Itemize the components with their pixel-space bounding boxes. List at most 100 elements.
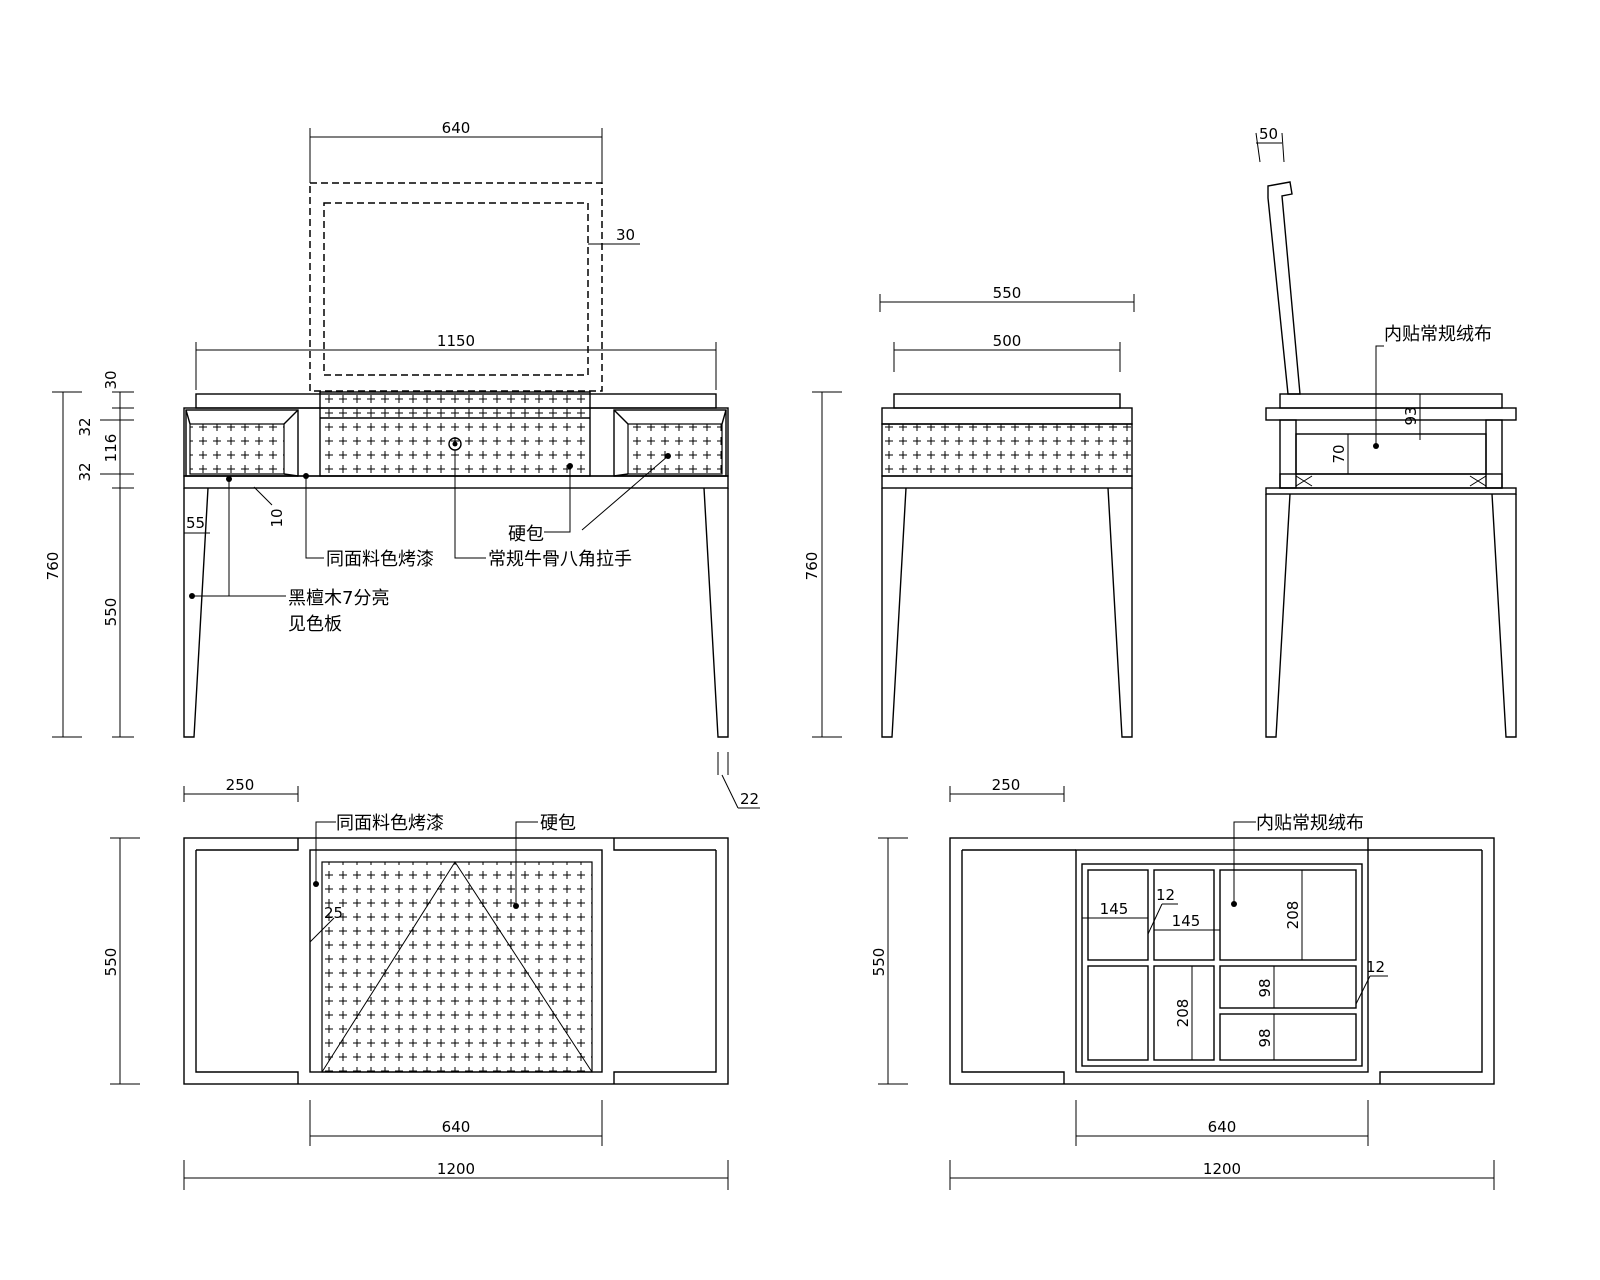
left-drawer (189, 423, 285, 475)
cell (1219, 869, 1357, 961)
dim-label: 98 (1256, 1028, 1274, 1047)
inner-compartment (1295, 433, 1487, 475)
side-right-leg (1107, 487, 1133, 738)
dim-int-depth: 550 (870, 837, 908, 1085)
note-lining: 内贴常规绒布 (1384, 324, 1492, 345)
tray (1081, 863, 1363, 1067)
interior-outline (949, 837, 1495, 1085)
note-handle: 常规牛骨八角拉手 (488, 549, 632, 570)
dim-mirror-width: 640 (309, 119, 603, 183)
section-view: 50 93 70 内贴常规绒布 (1255, 125, 1517, 738)
dim-label: 70 (1330, 444, 1348, 463)
cell (1219, 965, 1357, 1009)
dim-label: 550 (102, 598, 120, 627)
dim-label: 145 (1172, 912, 1201, 930)
right-leg (703, 487, 729, 738)
dim-label: 760 (803, 552, 821, 581)
dim-cell-tall: 208 (1284, 870, 1303, 960)
dim-overall-width: 1150 (195, 332, 717, 390)
plan-note-paint: 同面料色烤漆 (336, 813, 444, 834)
bottom-rail (183, 475, 729, 489)
dim-side-depth: 550 (879, 284, 1135, 312)
dim-label: 250 (226, 776, 255, 794)
dim-label: 25 (324, 904, 343, 922)
dim-int-overall: 1200 (949, 1160, 1495, 1190)
cell (1219, 1013, 1357, 1061)
dim-label: 32 (76, 417, 94, 436)
dim-label: 145 (1100, 900, 1129, 918)
side-elevation: 550 500 760 (803, 284, 1135, 738)
dim-cell-a: 145 (1082, 900, 1148, 919)
dim-lid-thickness: 50 (1255, 125, 1285, 163)
plan-outline (183, 837, 729, 1085)
note-paint: 同面料色烤漆 (326, 549, 434, 570)
dim-label: 550 (102, 948, 120, 977)
side-padded-panel (881, 423, 1133, 477)
dim-label: 640 (1208, 1118, 1237, 1136)
dim-label: 55 (186, 514, 205, 532)
plan-padded-lid (321, 861, 593, 1073)
cell (1087, 965, 1149, 1061)
dim-label: 550 (993, 284, 1022, 302)
section-right-leg (1491, 493, 1517, 738)
dim-tray: 70 (1330, 434, 1349, 474)
dim-leg-bottom: 22 (717, 752, 760, 809)
dim-label: 1200 (1203, 1160, 1241, 1178)
right-drawer (627, 423, 723, 475)
dim-cell-tall-2: 208 (1174, 966, 1193, 1060)
dim-label: 116 (102, 434, 120, 463)
note-color-board: 见色板 (288, 614, 342, 635)
dim-height-stack: 30 32 116 32 550 760 (44, 370, 134, 738)
mirror-inner-outline (323, 202, 589, 376)
mirror-outline (309, 182, 603, 392)
dim-int-side-width: 250 (949, 776, 1065, 802)
dim-tray-width: 640 (1075, 1100, 1369, 1146)
section-left-leg (1265, 493, 1291, 738)
dim-label: 32 (76, 462, 94, 481)
dim-mirror-frame: 30 (588, 226, 640, 245)
plan-note-padded: 硬包 (540, 813, 576, 834)
side-top (893, 393, 1121, 409)
dim-label: 250 (992, 776, 1021, 794)
front-elevation: 640 30 1150 (44, 119, 760, 809)
dim-drawer-inset: 10 (253, 486, 286, 528)
note-padded: 硬包 (508, 524, 544, 545)
dim-label: 22 (740, 790, 759, 808)
dim-frame-width: 25 (309, 904, 343, 943)
left-leg (183, 487, 209, 738)
interior-note-lining: 内贴常规绒布 (1256, 813, 1364, 834)
dim-label: 500 (993, 332, 1022, 350)
dim-leg-top: 55 (184, 514, 210, 534)
dim-label: 208 (1284, 901, 1302, 930)
dim-compartment: 93 (1402, 393, 1432, 440)
dim-label: 12 (1366, 958, 1385, 976)
dim-label: 30 (102, 370, 120, 389)
dim-label: 1200 (437, 1160, 475, 1178)
dim-label: 208 (1174, 999, 1192, 1028)
plan-view: 250 550 25 同面料色烤漆 硬包 640 (102, 776, 729, 1190)
dim-lid-width: 640 (309, 1100, 603, 1146)
dim-plan-depth: 550 (102, 837, 140, 1085)
dim-label: 50 (1259, 125, 1278, 143)
dim-label: 640 (442, 1118, 471, 1136)
dim-label: 98 (1256, 978, 1274, 997)
cell (1087, 869, 1149, 961)
dim-label: 93 (1402, 406, 1420, 425)
dim-label: 760 (44, 552, 62, 581)
dim-label: 1150 (437, 332, 475, 350)
dim-label: 12 (1156, 886, 1175, 904)
cell (1153, 869, 1215, 961)
note-wood: 黑檀木7分亮 (288, 588, 389, 609)
dim-body-depth: 500 (893, 332, 1121, 372)
section-top (1279, 393, 1503, 409)
side-left-leg (881, 487, 907, 738)
dim-label: 640 (442, 119, 471, 137)
dim-plan-overall: 1200 (183, 1160, 729, 1190)
interior-plan: 250 145 12 145 208 (870, 776, 1495, 1190)
raised-lid (1267, 181, 1301, 395)
dim-label: 10 (268, 508, 286, 527)
dim-cell-small-2: 98 (1256, 1014, 1275, 1060)
dim-divider: 12 (1147, 886, 1178, 935)
dim-cell-b: 145 (1154, 912, 1220, 931)
